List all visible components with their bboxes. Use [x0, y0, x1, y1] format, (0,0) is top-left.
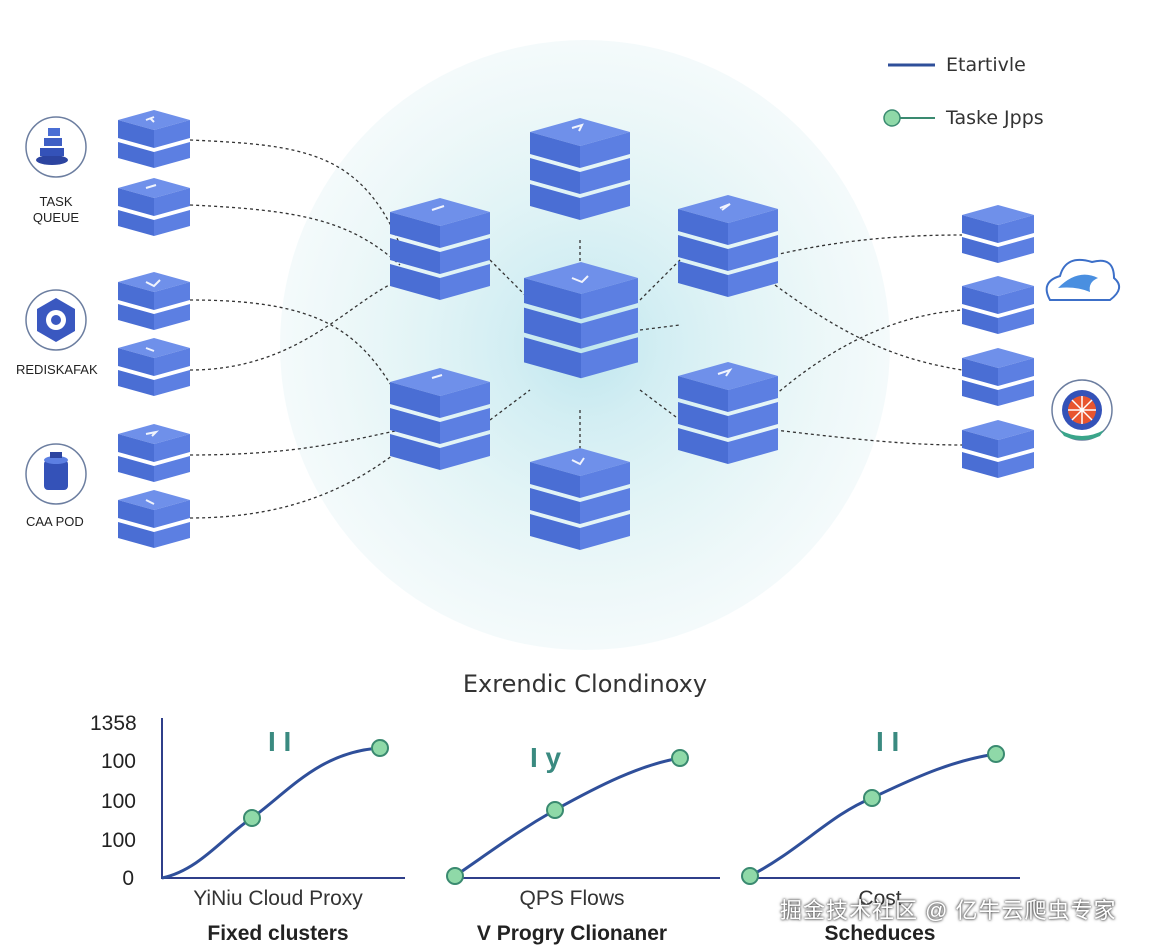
source-label-caa-pod: CAA POD — [26, 514, 84, 529]
chart-2-caption: QPS Flows — [519, 887, 625, 910]
chart-1-point-1 — [243, 809, 261, 827]
chart-2-subcaption: V Progry Clionaner — [476, 922, 668, 945]
legend-dot-marker — [883, 109, 901, 127]
hub-server-center — [524, 262, 638, 379]
ytick-label: 0 — [122, 867, 134, 890]
chart-1-caption: YiNiu Cloud Proxy — [193, 887, 363, 910]
chart-1-subcaption: Fixed clusters — [207, 922, 349, 945]
database-cylinder-icon — [25, 443, 87, 505]
hub-server-upper-left — [390, 198, 490, 300]
right-server-1 — [962, 205, 1034, 263]
chart-3-marker-label: I I — [876, 726, 900, 757]
hub-server-upper-right — [678, 195, 778, 297]
left-server-2 — [118, 178, 190, 236]
hub-server-top — [530, 118, 630, 220]
right-server-3 — [962, 348, 1034, 406]
chart-3-point-3 — [987, 745, 1005, 763]
legend-item-1: Etartivle — [946, 54, 1026, 76]
hub-server-lower-left — [390, 368, 490, 470]
left-server-3 — [118, 272, 190, 330]
ytick-label: 100 — [100, 790, 136, 813]
chart-3-caption: Cost — [858, 887, 902, 910]
chart-1-series-line — [161, 746, 381, 880]
stack-coins-icon — [25, 116, 87, 178]
ytick-label: 1358 — [90, 712, 137, 735]
right-server-4 — [962, 420, 1034, 478]
source-label-task-queue: TASK QUEUE — [32, 194, 80, 225]
left-server-6 — [118, 490, 190, 548]
left-server-1 — [118, 110, 190, 168]
legend-item-2: Taske Jpps — [946, 107, 1044, 129]
source-label-rediskafak: REDISKAFAK — [16, 362, 98, 377]
cloud-bird-icon — [1045, 258, 1121, 301]
chart-2-marker-label: I y — [530, 742, 562, 773]
left-server-4 — [118, 338, 190, 396]
chart-section-title: Exrendic Clondinoxy — [462, 670, 708, 698]
chart-3-point-1 — [741, 867, 759, 885]
ytick-label: 100 — [100, 750, 136, 773]
hexagon-gear-icon — [25, 289, 87, 351]
chart-2-point-2 — [546, 801, 564, 819]
chart-3-subcaption: Scheduces — [824, 922, 936, 945]
chart-2-point-3 — [671, 749, 689, 767]
chart-2-series-line — [454, 756, 681, 878]
right-server-2 — [962, 276, 1034, 334]
chart-3-point-2 — [863, 789, 881, 807]
chart-1-point-2 — [371, 739, 389, 757]
chart-1-marker-label: I I — [268, 726, 292, 757]
chart-2-point-1 — [446, 867, 464, 885]
ytick-label: 100 — [100, 829, 136, 852]
wheel-badge-icon — [1051, 379, 1113, 441]
watermark: 掘金技术社区 @ 亿牛云爬虫专家 — [780, 898, 1117, 923]
hub-server-lower-right — [678, 362, 778, 464]
chart-3-series-line — [749, 752, 997, 878]
connection-lines — [189, 139, 963, 519]
